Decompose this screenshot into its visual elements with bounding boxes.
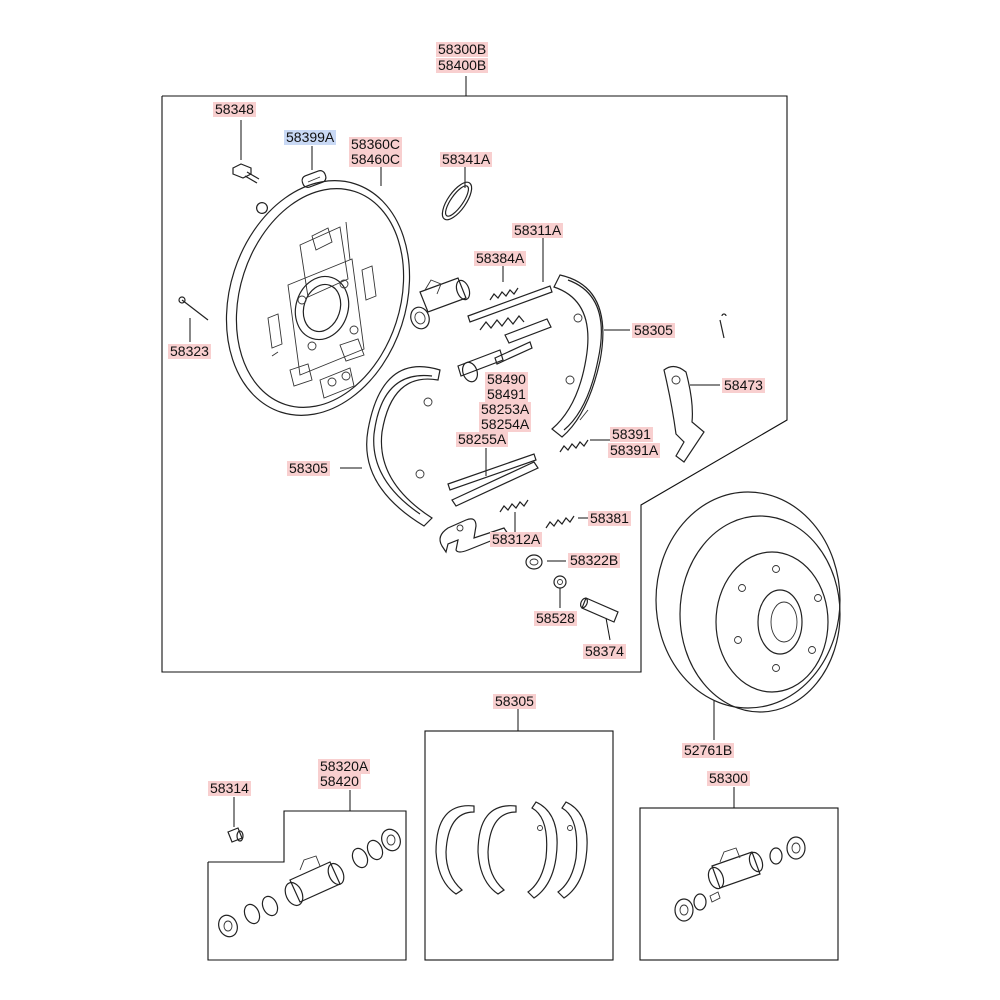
label-58314[interactable]: 58314	[208, 780, 251, 796]
strut-58255A	[447, 448, 539, 507]
nut-58322B	[525, 554, 566, 570]
label-58322B[interactable]: 58322B	[568, 552, 621, 568]
wheel-cylinder-main	[410, 277, 471, 330]
plug-58399A	[301, 146, 327, 188]
spring-58381	[545, 515, 588, 529]
label-58300B[interactable]: 58300B	[436, 41, 489, 57]
label-58348[interactable]: 58348	[213, 101, 256, 117]
label-58360C[interactable]: 58360C	[349, 136, 403, 152]
bolt-58348	[232, 120, 268, 214]
label-58341A[interactable]: 58341A	[440, 151, 493, 167]
lever-plate	[439, 518, 509, 554]
label-58491[interactable]: 58491	[485, 386, 528, 402]
spring-58384A	[479, 266, 525, 331]
main-assembly-frame	[161, 95, 788, 673]
label-58305-kit[interactable]: 58305	[493, 693, 536, 709]
label-58384A[interactable]: 58384A	[474, 250, 527, 266]
label-58312A[interactable]: 58312A	[490, 531, 543, 547]
label-58400B[interactable]: 58400B	[436, 57, 489, 73]
label-58253A[interactable]: 58253A	[479, 401, 532, 417]
adjuster-58311A	[457, 238, 553, 383]
cylinder-box	[639, 807, 839, 961]
backing-plate-58360C	[225, 167, 411, 416]
cylinder-kit-box	[207, 810, 407, 961]
label-58255A[interactable]: 58255A	[456, 431, 509, 447]
label-58399A[interactable]: 58399A	[284, 129, 337, 145]
shoe-kit-parts	[435, 801, 588, 899]
label-58420[interactable]: 58420	[318, 773, 361, 789]
pin-58323	[178, 296, 209, 342]
lever-58473	[663, 313, 727, 463]
shoe-kit-box	[424, 730, 614, 961]
brake-drum-52761B	[655, 491, 841, 740]
label-52761B[interactable]: 52761B	[682, 742, 735, 758]
label-58254A[interactable]: 58254A	[479, 416, 532, 432]
label-58374[interactable]: 58374	[583, 643, 626, 659]
cylinder-kit-parts	[218, 828, 401, 938]
spring-58391	[559, 439, 610, 453]
label-58391[interactable]: 58391	[610, 426, 653, 442]
brake-shoe-right	[551, 274, 630, 438]
label-58473[interactable]: 58473	[722, 377, 765, 393]
seal-58341A	[441, 167, 473, 221]
label-58381[interactable]: 58381	[588, 510, 631, 526]
label-58323[interactable]: 58323	[168, 343, 211, 359]
label-58320A[interactable]: 58320A	[318, 758, 371, 774]
bleeder-58314	[227, 797, 244, 843]
label-58305-right[interactable]: 58305	[632, 322, 675, 338]
label-58311A[interactable]: 58311A	[512, 222, 564, 238]
label-58528[interactable]: 58528	[534, 610, 577, 626]
pin-58374	[579, 597, 619, 641]
brake-shoe-left	[340, 366, 441, 527]
washer-58528	[553, 575, 567, 608]
cylinder-parts	[674, 836, 806, 922]
spring-58312A	[499, 499, 529, 532]
label-58460C[interactable]: 58460C	[349, 151, 403, 167]
label-58305-left[interactable]: 58305	[287, 460, 330, 476]
label-58391A[interactable]: 58391A	[608, 442, 661, 458]
label-58300[interactable]: 58300	[707, 770, 750, 786]
label-58490[interactable]: 58490	[485, 371, 528, 387]
